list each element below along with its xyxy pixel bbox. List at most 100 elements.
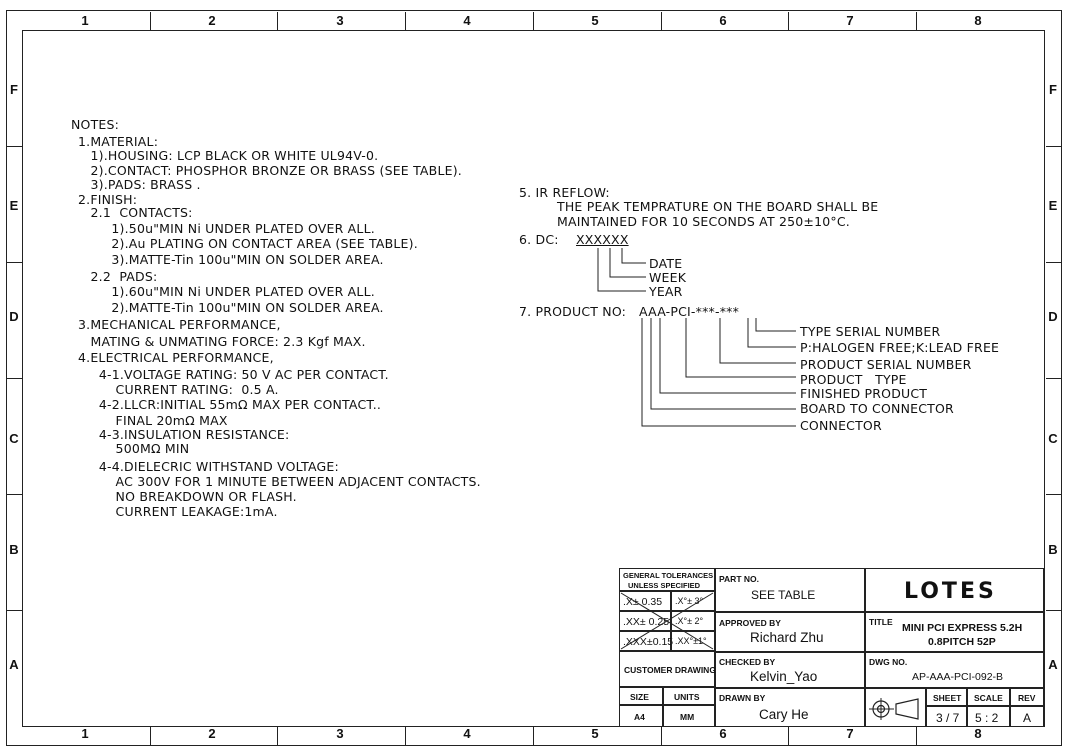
note-line: AC 300V FOR 1 MINUTE BETWEEN ADJACENT CO… <box>78 474 481 489</box>
zone-row-c-left: C <box>9 431 19 446</box>
dwg-no-value: AP-AAA-PCI-092-B <box>912 671 1004 683</box>
sheet-value-cell: 3 / 7 <box>926 706 967 727</box>
pn-legend-finished: FINISHED PRODUCT <box>800 386 928 401</box>
zone-col-2-bottom: 2 <box>208 726 216 741</box>
zone-col-5-top: 5 <box>591 13 599 28</box>
tol-ang-2: .X°± 2° <box>671 611 715 631</box>
zone-tick <box>1046 378 1062 379</box>
customer-drawing-label: CUSTOMER DRAWING <box>624 665 716 675</box>
zone-tick <box>1046 262 1062 263</box>
approved-by-label: APPROVED BY <box>719 618 781 628</box>
note-line: CURRENT LEAKAGE:1mA. <box>78 504 278 519</box>
drawing-inner-border <box>22 30 1045 727</box>
zone-row-e-left: E <box>9 198 19 213</box>
checked-by-value: Kelvin_Yao <box>750 669 818 684</box>
zone-col-6-top: 6 <box>719 13 727 28</box>
units-label: UNITS <box>674 692 700 702</box>
note-line: 3).MATTE-Tin 100u"MIN ON SOLDER AREA. <box>78 252 384 267</box>
zone-tick <box>277 12 278 30</box>
zone-tick <box>1046 610 1062 611</box>
rev-label: REV <box>1018 693 1036 703</box>
rev-value-cell: A <box>1010 706 1044 727</box>
tol-x: .X± 0.35 <box>619 591 671 611</box>
zone-col-5-bottom: 5 <box>591 726 599 741</box>
size-value-cell: A4 <box>619 705 663 727</box>
zone-tick <box>1046 494 1062 495</box>
part-no-cell: PART NO. SEE TABLE <box>715 568 865 612</box>
note-line: 4-4.DIELECRIC WITHSTAND VOLTAGE: <box>78 459 339 474</box>
rev-label-cell: REV <box>1010 688 1044 706</box>
product-no-code: AAA-PCI-***-*** <box>639 304 740 319</box>
dc-legend-date: DATE <box>649 256 683 271</box>
zone-tick <box>533 727 534 745</box>
tol-ang-3-value: .XX°±1° <box>675 636 707 646</box>
scale-value: 5 : 2 <box>975 711 999 725</box>
zone-row-b-left: B <box>9 542 19 557</box>
ir-reflow-line-1: THE PEAK TEMPRATURE ON THE BOARD SHALL B… <box>557 199 879 214</box>
zone-tick <box>916 727 917 745</box>
note-line: CURRENT RATING: 0.5 A. <box>78 382 279 397</box>
zone-row-b-right: B <box>1048 542 1058 557</box>
zone-col-7-bottom: 7 <box>846 726 854 741</box>
notes-header: NOTES: <box>71 117 120 132</box>
dc-legend-week: WEEK <box>649 270 687 285</box>
zone-tick <box>661 727 662 745</box>
note-line: 2.FINISH: <box>78 192 138 207</box>
zone-tick <box>6 494 22 495</box>
units-label-cell: UNITS <box>663 687 715 705</box>
rev-value: A <box>1023 711 1032 725</box>
note-line: 4-2.LLCR:INITIAL 55mΩ MAX PER CONTACT.. <box>78 397 382 412</box>
zone-row-a-left: A <box>9 657 19 672</box>
part-no-value: SEE TABLE <box>751 588 816 602</box>
tol-ang-2-value: .X°± 2° <box>675 616 704 626</box>
title-label: TITLE <box>869 617 893 627</box>
tolerance-header-line-1: GENERAL TOLERANCES <box>623 571 714 580</box>
dwg-no-label: DWG NO. <box>869 657 908 667</box>
note-line: 1.MATERIAL: <box>78 134 159 149</box>
title-block: GENERAL TOLERANCES UNLESS SPECIFIED .X± … <box>619 568 1044 727</box>
ir-reflow-line-2: MAINTAINED FOR 10 SECONDS AT 250±10°C. <box>557 214 850 229</box>
title-line-1: MINI PCI EXPRESS 5.2H <box>902 622 1023 634</box>
zone-row-f-right: F <box>1049 82 1057 97</box>
zone-col-8-bottom: 8 <box>974 726 982 741</box>
company-logo: LOTES <box>904 579 997 604</box>
tol-ang-3: .XX°±1° <box>671 631 715 651</box>
zone-tick <box>405 12 406 30</box>
zone-row-e-right: E <box>1048 198 1058 213</box>
dc-title: 6. DC: <box>519 232 563 247</box>
pn-legend-product-type: PRODUCT TYPE <box>800 372 907 387</box>
projection-symbol-cell <box>865 688 926 727</box>
note-line: MATING & UNMATING FORCE: 2.3 Kgf MAX. <box>78 334 366 349</box>
zone-tick <box>661 12 662 30</box>
zone-col-8-top: 8 <box>974 13 982 28</box>
zone-tick <box>533 12 534 30</box>
note-line: 1).50u"MIN Ni UNDER PLATED OVER ALL. <box>78 221 375 236</box>
note-line: 1).HOUSING: LCP BLACK OR WHITE UL94V-0. <box>78 148 379 163</box>
scale-value-cell: 5 : 2 <box>967 706 1010 727</box>
units-value: MM <box>680 712 695 722</box>
note-line: 4-1.VOLTAGE RATING: 50 V AC PER CONTACT. <box>78 367 389 382</box>
note-line: 4-3.INSULATION RESISTANCE: <box>78 427 290 442</box>
note-line: 2.2 PADS: <box>78 269 158 284</box>
note-line: 3).PADS: BRASS . <box>78 177 201 192</box>
zone-tick <box>150 727 151 745</box>
ir-reflow-title: 5. IR REFLOW: <box>519 185 610 200</box>
zone-col-4-bottom: 4 <box>463 726 471 741</box>
checked-by-cell: CHECKED BY Kelvin_Yao <box>715 652 865 688</box>
scale-label-cell: SCALE <box>967 688 1010 706</box>
checked-by-label: CHECKED BY <box>719 657 776 667</box>
size-label-cell: SIZE <box>619 687 663 705</box>
zone-tick <box>150 12 151 30</box>
third-angle-projection-icon <box>869 698 919 720</box>
zone-row-a-right: A <box>1048 657 1058 672</box>
pn-legend-type-serial: TYPE SERIAL NUMBER <box>800 324 941 339</box>
drawn-by-label: DRAWN BY <box>719 693 766 703</box>
tol-ang-1: .X°± 3° <box>671 591 715 611</box>
zone-tick <box>6 262 22 263</box>
scale-label: SCALE <box>974 693 1003 703</box>
title-cell: TITLE MINI PCI EXPRESS 5.2H 0.8PITCH 52P <box>865 612 1044 652</box>
tol-xx-value: .XX± 0.25 <box>623 616 670 628</box>
zone-col-7-top: 7 <box>846 13 854 28</box>
tol-xxx: .XXX±0.15 <box>619 631 673 651</box>
